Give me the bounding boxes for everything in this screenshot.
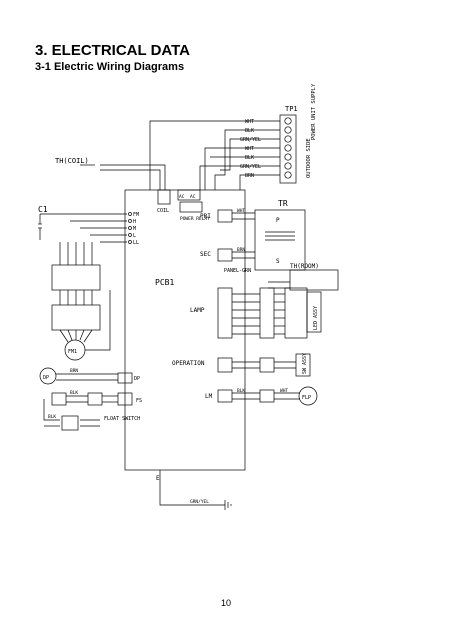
- wire-color-label: GRN/YEL: [240, 137, 261, 143]
- power-relay-box: [179, 201, 203, 213]
- section-subheading: 3-1 Electric Wiring Diagrams: [35, 61, 185, 73]
- p-label: P: [276, 217, 280, 224]
- fan-speed-taps: [128, 212, 132, 244]
- wire-color-label: GRN/YEL: [240, 164, 261, 170]
- coil-label: COIL: [157, 208, 169, 214]
- louver-motor-flp: [298, 386, 318, 406]
- wire-color-label: BRN: [245, 173, 254, 179]
- lm-connector: [217, 389, 233, 403]
- tr-label: TR: [278, 199, 288, 208]
- lamp-connector-pcb: [217, 287, 233, 339]
- wire-color-label: BLK: [237, 388, 245, 394]
- wire-color-label: BLK: [48, 414, 56, 420]
- ac-in-label: AC: [179, 194, 185, 200]
- float-switch-label: FLOAT SWITCH: [104, 416, 140, 422]
- c1-label: C1: [38, 205, 48, 214]
- wire-color-label: WHT: [237, 208, 245, 214]
- sec-label: SEC: [200, 251, 211, 258]
- wire-color-label: BLK: [70, 390, 78, 396]
- flp-label: FLP: [302, 395, 311, 401]
- wire-color-label: GRN/YEL: [190, 499, 209, 505]
- wire-color-label: WHT: [245, 119, 254, 125]
- dp-connector: [117, 372, 133, 384]
- led-assy-label: LED ASSY: [313, 306, 319, 330]
- pcb1-label: PCB1: [155, 278, 174, 287]
- power-supply-label: POWER UNIT SUPPLY: [311, 83, 317, 140]
- fan-speed-label: LL: [133, 240, 139, 246]
- power-relay-label: POWER RELAY: [180, 216, 210, 222]
- fan-speed-label: M: [133, 226, 136, 232]
- operation-connector: [217, 357, 233, 373]
- led-assy-box: [306, 291, 322, 333]
- th-room-label: TH(ROOM): [290, 263, 319, 270]
- fs-label: FS: [136, 398, 142, 404]
- outdoor-side-label: OUTDOOR SIDE: [306, 138, 312, 178]
- float-switch: [61, 415, 79, 431]
- fan-connector-upper: [51, 264, 101, 291]
- fs-connector: [117, 392, 133, 406]
- fan-speed-label: FM: [133, 212, 139, 218]
- th-coil-label: TH(COIL): [55, 157, 89, 165]
- s-label: S: [276, 258, 280, 265]
- sw-assy-box: [295, 353, 311, 377]
- pcb1-board-outline: [124, 189, 246, 471]
- lamp-label: LAMP: [190, 307, 205, 314]
- dp-motor-label: DP: [43, 375, 49, 381]
- tp1-label: TP1: [285, 105, 298, 113]
- wire-color-label: BRN: [70, 368, 78, 374]
- lamp-connector-harness: [259, 287, 275, 339]
- ac-out-label: AC: [190, 194, 196, 200]
- lm-label: LM: [205, 393, 213, 400]
- coil-connector: [157, 189, 171, 205]
- wire-color-label: BLK: [245, 155, 254, 161]
- pri-connector: [217, 209, 233, 223]
- section-heading: 3. ELECTRICAL DATA: [35, 42, 191, 59]
- page-number: 10: [220, 598, 231, 608]
- fan-speed-label: L: [133, 233, 136, 239]
- sec-connector: [217, 248, 233, 262]
- wire-color-label: BRN: [237, 247, 245, 253]
- sw-assy-label: SW ASSY: [302, 353, 308, 374]
- drain-pump-dp: [39, 367, 57, 385]
- fm1-label: FM1: [68, 349, 77, 355]
- wire-color-label: WHT: [245, 146, 254, 152]
- fan-speed-label: H: [133, 219, 136, 225]
- wire-color-label: BLK: [245, 128, 254, 134]
- operation-label: OPERATION: [172, 360, 205, 367]
- pri-label: PRI: [200, 213, 211, 220]
- wire-color-label: WHT: [280, 388, 288, 394]
- fan-connector-lower: [51, 304, 101, 331]
- diagram-labels: TP1 WHT BLK GRN/YEL WHT BLK GRN/YEL BRN …: [38, 83, 319, 505]
- th-room-sensor: [289, 269, 339, 291]
- earth-label: E: [156, 475, 160, 482]
- dp-connector-label: DP: [134, 376, 140, 382]
- tp1-terminals: [284, 117, 292, 179]
- panel-grn-label: PANEL-GRN: [224, 268, 251, 274]
- tp1-terminal-block: [279, 114, 297, 184]
- transformer-tr: [254, 209, 306, 271]
